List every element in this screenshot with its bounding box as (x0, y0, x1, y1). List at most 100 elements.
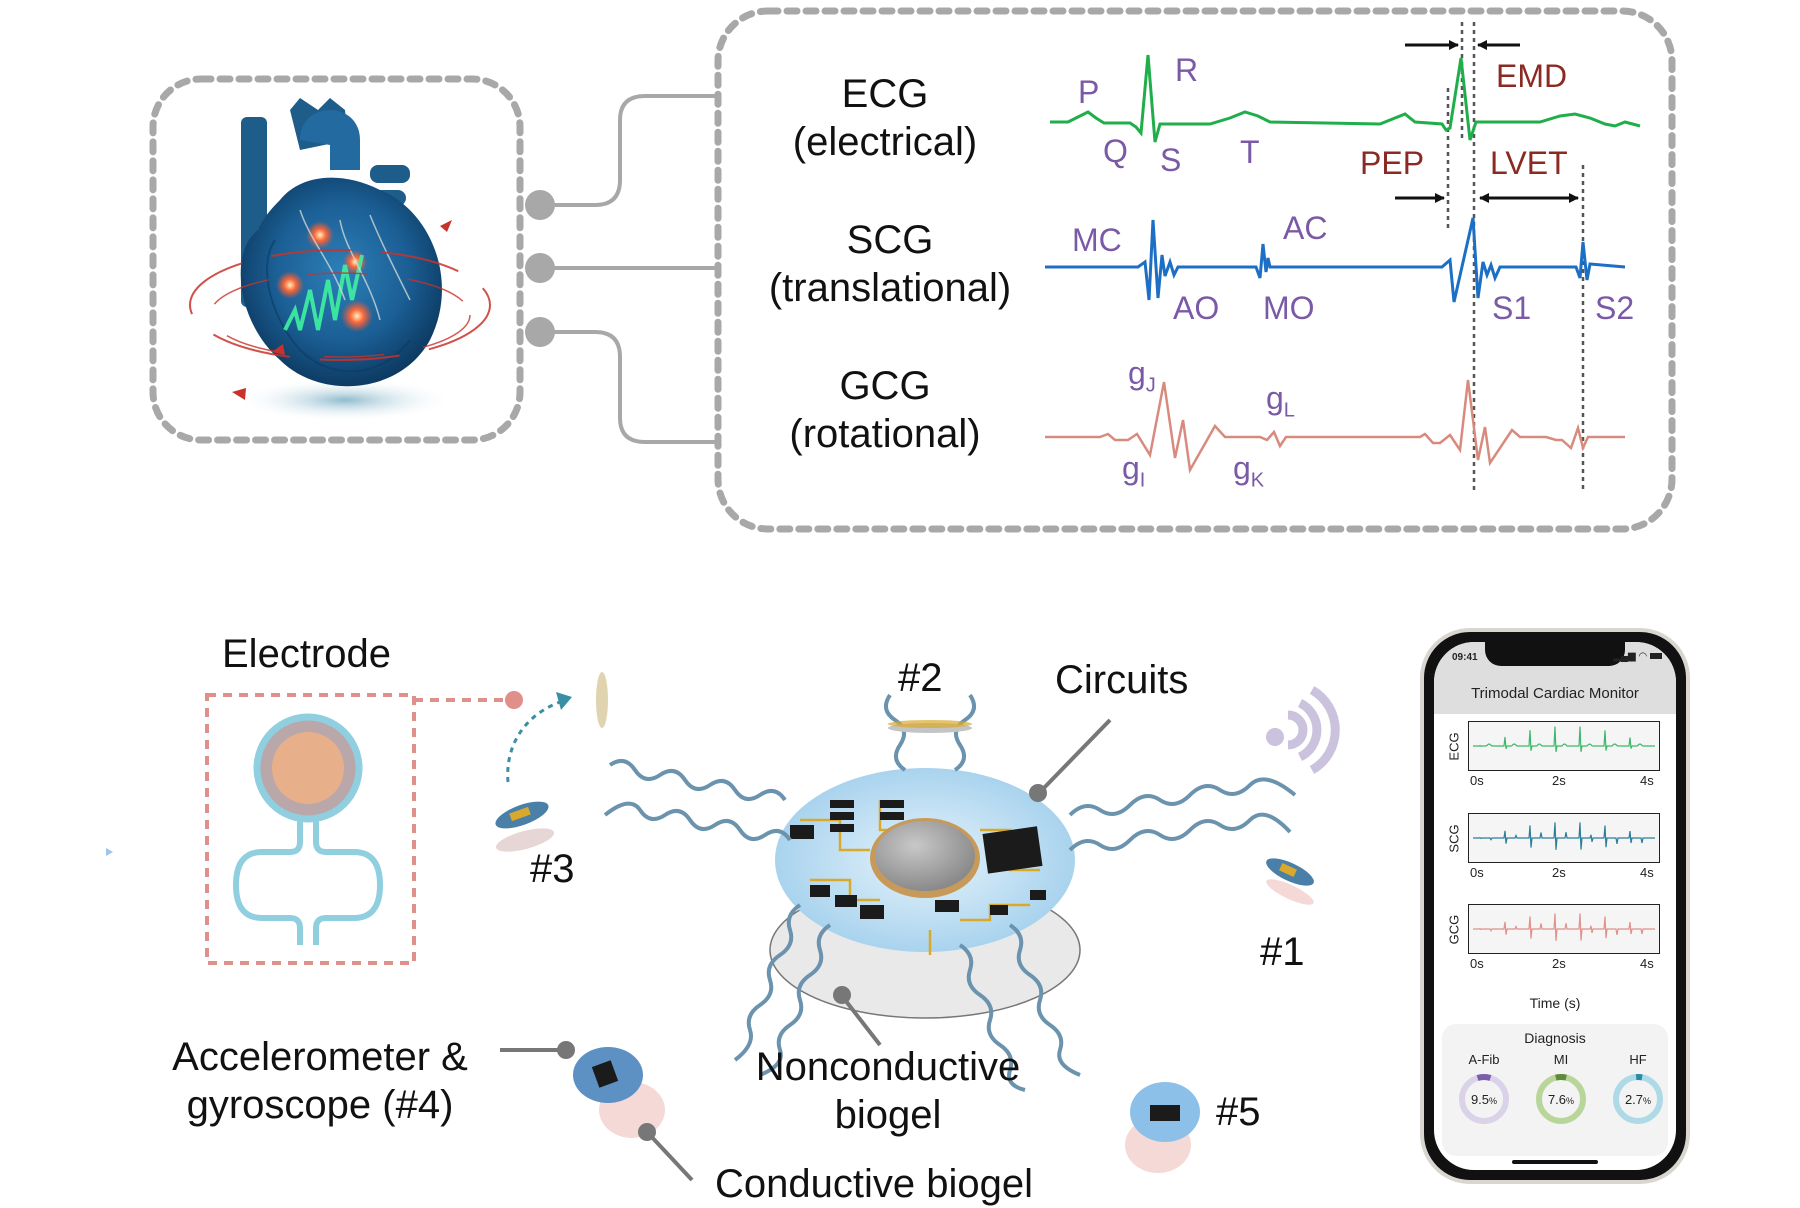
phone-chart-ylabel: SCG (1446, 824, 1462, 853)
diagnosis-value-number: 2.7 (1624, 1092, 1644, 1107)
signal-icon: ▂▄▆ (1613, 651, 1636, 662)
gcg-point-gl: gL (1266, 380, 1295, 422)
ecg-point-t: T (1240, 134, 1260, 170)
diagnosis-ring (1613, 1074, 1663, 1124)
phone-chart-line (1473, 726, 1655, 753)
connector-dot-gcg (525, 317, 555, 347)
connector-dot-ecg (525, 190, 555, 220)
gcg-point-gl-base: g (1266, 380, 1284, 416)
leader-lines (500, 718, 1112, 1182)
diagnosis-value-number: 7.6 (1547, 1092, 1567, 1107)
sensor-node-1 (1266, 858, 1314, 905)
leader-dot-nonconductive (833, 986, 851, 1004)
phone-chart-tick: 0s (1470, 865, 1484, 880)
phone-chart-trace (1473, 726, 1655, 753)
stray-marker (106, 848, 113, 856)
sensor-node-5 (1125, 1082, 1200, 1173)
signal-ecg: ECG (electrical) (760, 70, 1010, 166)
waveform-panel-border (714, 7, 1676, 533)
gcg-point-gi-sub: I (1139, 469, 1146, 492)
gcg-point-gj-base: g (1128, 355, 1146, 391)
diagnosis-ring-value (1459, 1074, 1509, 1124)
gcg-point-gj-sub: J (1145, 374, 1156, 397)
status-icons: ▂▄▆ ◠ (1613, 651, 1662, 662)
accelerometer-label-line2: gyroscope (#4) (186, 1083, 454, 1127)
leader-dot-accel (557, 1041, 575, 1059)
scg-point-ac: AC (1283, 210, 1328, 246)
status-time: 09:41 (1452, 652, 1478, 663)
leader-dot-circuits (1029, 784, 1047, 802)
accelerometer-label: Accelerometer & gyroscope (#4) (150, 1033, 490, 1129)
wireless-icon-dot (1266, 728, 1284, 746)
signal-gcg-type: (rotational) (789, 412, 981, 456)
diagnosis-label: MI (1553, 1052, 1569, 1067)
phone-chart-ylabel: GCG (1446, 914, 1462, 945)
gcg-point-gj: gJ (1128, 355, 1156, 397)
gcg-point-gk-base: g (1233, 450, 1251, 486)
interval-pep: PEP (1360, 145, 1425, 181)
diagnosis-ring (1536, 1074, 1586, 1124)
ecg-point-r: R (1175, 52, 1199, 88)
phone-chart-tick: 2s (1552, 956, 1566, 971)
wireless-icon (1287, 686, 1340, 774)
interval-lvet: LVET (1490, 145, 1568, 181)
notch (1485, 642, 1625, 666)
electrode-illustration (232, 713, 384, 945)
phone-chart-plot (1468, 813, 1660, 863)
app-title: Trimodal Cardiac Monitor (1471, 685, 1639, 702)
ecg-point-q: Q (1103, 133, 1128, 169)
nonconductive-label-line2: biogel (834, 1093, 942, 1137)
diagnosis-value: 9.5% (1454, 1092, 1514, 1107)
phone-chart-trace (1473, 913, 1655, 941)
signal-scg: SCG (translational) (740, 216, 1040, 312)
scg-point-s1: S1 (1492, 290, 1532, 326)
time-axis-label: Time (s) (1529, 995, 1581, 1011)
diagnosis-title: Diagnosis (1524, 1030, 1586, 1046)
phone-chart-line (1473, 822, 1655, 850)
electrode-connector-dot (505, 691, 523, 709)
phone-chart-tick: 2s (1552, 865, 1566, 880)
scg-point-s2: S2 (1595, 290, 1635, 326)
interval-arrows (1395, 40, 1579, 203)
smartphone: 09:41 ▂▄▆ ◠ Trimodal Cardiac Monitor ECG… (1420, 628, 1690, 1184)
sensor-node-2 (888, 720, 972, 733)
serpentine-interconnects (603, 693, 1297, 1092)
gcg-point-gl-sub: L (1283, 399, 1295, 422)
home-indicator[interactable] (1512, 1160, 1598, 1164)
conductive-biogel-label: Conductive biogel (715, 1162, 1033, 1206)
gcg-point-gi-base: g (1122, 450, 1140, 486)
ecg-point-s: S (1160, 142, 1182, 178)
phone-chart-tick: 2s (1552, 773, 1566, 788)
diagnosis-ring (1459, 1074, 1509, 1124)
phone-chart-tick: 0s (1470, 773, 1484, 788)
heart-illustration (189, 98, 491, 422)
phone-chart-trace (1473, 822, 1655, 850)
nonconductive-label-line1: Nonconductive (755, 1045, 1021, 1089)
scg-point-mo: MO (1263, 290, 1315, 326)
phone-chart-tick: 4s (1640, 773, 1654, 788)
gcg-waveform (1045, 379, 1625, 474)
leader-dot-conductive (638, 1123, 656, 1141)
phone-chart-tick: 4s (1640, 865, 1654, 880)
phone-chart-scg: SCG 0s 2s 4s (1442, 813, 1674, 883)
diagnosis-value-number: 9.5 (1470, 1092, 1490, 1107)
diagnosis-label: A-Fib (1468, 1052, 1500, 1067)
connector-dot-scg (525, 253, 555, 283)
diagnosis-value-unit: % (1566, 1096, 1575, 1106)
scg-point-ao: AO (1173, 290, 1220, 326)
diagnosis-value-unit: % (1489, 1096, 1498, 1106)
central-circuit-device (769, 768, 1081, 1019)
scg-waveform (1045, 217, 1626, 303)
phone-chart-plot (1468, 904, 1660, 954)
phone-chart-plot (1468, 721, 1660, 771)
flip-arrow-head (556, 692, 572, 710)
circuits-label: Circuits (1055, 658, 1189, 702)
electrode-id-2: #2 (898, 656, 943, 700)
electrode-id-1: #1 (1260, 930, 1305, 974)
gcg-point-gk: gK (1233, 450, 1264, 492)
signal-gcg-name: GCG (839, 364, 931, 408)
signal-scg-name: SCG (846, 218, 934, 262)
